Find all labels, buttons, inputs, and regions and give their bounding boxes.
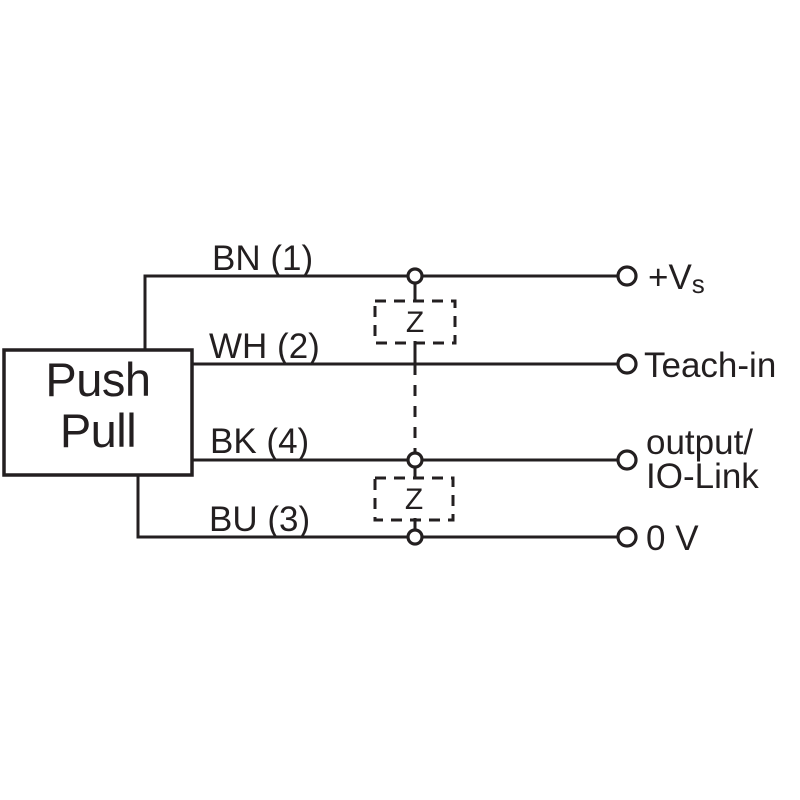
terminal-circle-teach-in[interactable] <box>616 353 638 375</box>
terminal-label-teach-in: Teach-in <box>644 346 776 385</box>
junction-node-bu <box>406 528 424 546</box>
wire-label-bn: BN (1) <box>212 239 313 278</box>
terminal-circle-output[interactable] <box>616 449 638 471</box>
suppressor-box-bottom <box>373 476 455 522</box>
terminal-label-zero-volt: 0 V <box>646 519 699 558</box>
device-label-line2: Pull <box>60 404 136 457</box>
terminal-circle-vs[interactable] <box>616 265 638 287</box>
terminal-label-vs-main: +V <box>648 258 692 297</box>
terminal-label-output-line2: IO-Link <box>646 457 759 496</box>
device-label-line1: Push <box>45 353 150 406</box>
wire-path-bn <box>143 274 618 350</box>
junction-node-bk <box>406 451 424 469</box>
terminal-label-vs-sub: s <box>692 269 705 299</box>
terminal-label-output-line1: output/ <box>646 423 753 462</box>
wire-label-wh: WH (2) <box>209 327 320 366</box>
device-box-push-pull <box>2 348 194 477</box>
wire-path-bu <box>136 475 618 539</box>
suppressor-box-top <box>373 299 457 345</box>
terminal-circle-zero-volt[interactable] <box>616 526 638 548</box>
suppressor-label-bottom: Z <box>405 483 423 516</box>
wire-label-bu: BU (3) <box>209 500 310 539</box>
suppressor-label-top: Z <box>406 306 424 339</box>
terminal-label-vs: +Vs <box>648 258 705 299</box>
wire-label-bk: BK (4) <box>210 422 309 461</box>
junction-node-bn <box>406 267 424 285</box>
